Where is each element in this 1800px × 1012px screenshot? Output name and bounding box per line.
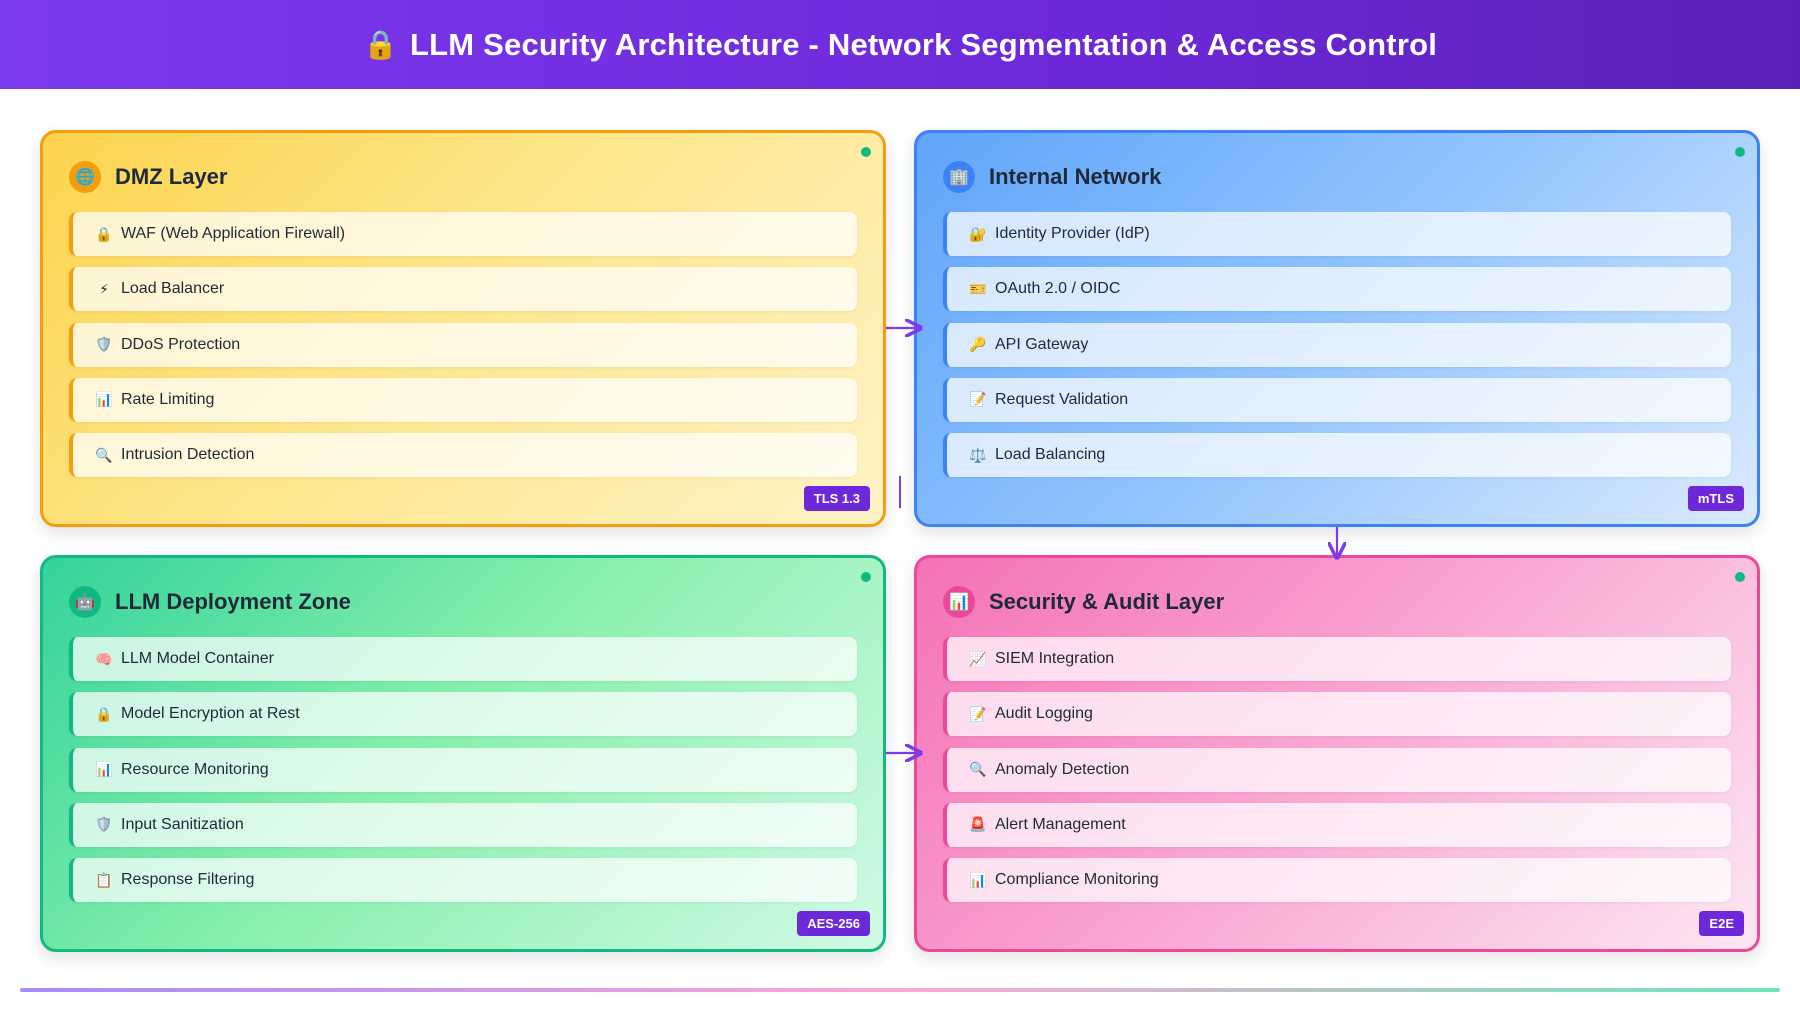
- item-label: Response Filtering: [121, 871, 255, 889]
- bar-chart-icon: 📊: [943, 586, 975, 618]
- magnifier-icon: 🔍: [969, 761, 987, 778]
- status-dot: [1735, 147, 1745, 157]
- item-label: Resource Monitoring: [121, 760, 269, 778]
- item-label: Compliance Monitoring: [995, 871, 1159, 889]
- ticket-icon: 🎫: [969, 280, 987, 297]
- page-title: LLM Security Architecture - Network Segm…: [410, 26, 1438, 62]
- status-dot: [861, 147, 871, 157]
- item-label: API Gateway: [995, 335, 1089, 353]
- protocol-badge: E2E: [1699, 911, 1744, 936]
- item-label: Request Validation: [995, 390, 1129, 408]
- list-item: 🔍 Anomaly Detection: [943, 747, 1731, 792]
- item-label: Anomaly Detection: [995, 760, 1130, 778]
- list-item: 📈 SIEM Integration: [943, 637, 1731, 681]
- item-label: SIEM Integration: [995, 650, 1115, 667]
- bar-chart-icon: 📊: [95, 761, 113, 778]
- list-item: ⚖️ Load Balancing: [943, 433, 1731, 478]
- bar-chart-icon: 📊: [95, 391, 113, 408]
- item-label: Load Balancing: [995, 446, 1106, 464]
- footer-divider: [20, 988, 1780, 992]
- list-item: 📊 Rate Limiting: [69, 377, 857, 422]
- lock-key-icon: 🔐: [969, 225, 987, 242]
- list-item: 📝 Request Validation: [943, 377, 1731, 422]
- list-item: 🔍 Intrusion Detection: [69, 433, 857, 478]
- list-item: 🎫 OAuth 2.0 / OIDC: [943, 267, 1731, 312]
- lock-icon: 🔒: [362, 29, 399, 60]
- status-dot: [861, 572, 871, 582]
- item-label: DDoS Protection: [121, 335, 241, 353]
- list-item: 🔒 Model Encryption at Rest: [69, 692, 857, 737]
- item-label: Rate Limiting: [121, 390, 215, 408]
- panel-title: Security & Audit Layer: [989, 589, 1225, 614]
- list-item: 📊 Resource Monitoring: [69, 747, 857, 792]
- list-item: 🔑 API Gateway: [943, 322, 1731, 367]
- panel-title: Internal Network: [989, 164, 1162, 189]
- bar-chart-icon: 📊: [969, 871, 987, 888]
- internal-network-panel: 🏢 Internal Network 🔐 Identity Provider (I…: [914, 130, 1760, 527]
- robot-icon: 🤖: [69, 586, 101, 618]
- item-label: Audit Logging: [995, 705, 1093, 723]
- page-header: 🔒 LLM Security Architecture - Network Se…: [0, 0, 1800, 89]
- item-label: LLM Model Container: [121, 650, 274, 667]
- list-item: 🛡️ DDoS Protection: [69, 322, 857, 367]
- lock-icon: 🔒: [95, 705, 113, 722]
- item-label: Alert Management: [995, 815, 1126, 833]
- item-label: Intrusion Detection: [121, 446, 255, 464]
- panel-title: DMZ Layer: [115, 164, 228, 189]
- shield-icon: 🛡️: [95, 816, 113, 833]
- component-list: 🔐 Identity Provider (IdP) 🎫 OAuth 2.0 / OI…: [943, 212, 1731, 488]
- status-dot: [1735, 572, 1745, 582]
- trend-up-icon: 📈: [969, 650, 987, 667]
- list-item: 📋 Response Filtering: [69, 858, 857, 903]
- protocol-badge: TLS 1.3: [803, 486, 870, 511]
- office-icon: 🏢: [943, 161, 975, 193]
- siren-icon: 🚨: [969, 816, 987, 833]
- magnifier-icon: 🔍: [95, 446, 113, 463]
- list-item: 🧠 LLM Model Container: [69, 637, 857, 681]
- shield-icon: 🛡️: [95, 336, 113, 353]
- lightning-icon: ⚡: [99, 280, 109, 297]
- memo-icon: 📝: [969, 705, 987, 722]
- dmz-layer-panel: 🌐 DMZ Layer 🔒 WAF (Web Application Firewa…: [40, 130, 886, 527]
- memo-icon: 📝: [969, 391, 987, 408]
- item-label: Identity Provider (IdP): [995, 225, 1150, 242]
- panel-title: LLM Deployment Zone: [115, 589, 351, 614]
- list-item: 🔒 WAF (Web Application Firewall): [69, 212, 857, 256]
- component-list: 🔒 WAF (Web Application Firewall) ⚡ Load Ba…: [69, 212, 857, 488]
- protocol-badge: AES-256: [797, 911, 870, 936]
- component-list: 🧠 LLM Model Container 🔒 Model Encryption a…: [69, 637, 857, 913]
- list-item: ⚡ Load Balancer: [69, 267, 857, 312]
- item-label: Load Balancer: [121, 280, 225, 298]
- panel-header: 🌐 DMZ Layer: [69, 161, 227, 193]
- protocol-badge: mTLS: [1687, 486, 1744, 511]
- panel-header: 📊 Security & Audit Layer: [943, 586, 1224, 618]
- component-list: 📈 SIEM Integration 📝 Audit Logging 🔍 Anomal…: [943, 637, 1731, 913]
- panel-header: 🏢 Internal Network: [943, 161, 1161, 193]
- list-item: 🔐 Identity Provider (IdP): [943, 212, 1731, 256]
- list-item: 🛡️ Input Sanitization: [69, 802, 857, 847]
- list-item: 📊 Compliance Monitoring: [943, 858, 1731, 903]
- item-label: OAuth 2.0 / OIDC: [995, 280, 1121, 298]
- llm-deployment-panel: 🤖 LLM Deployment Zone 🧠 LLM Model Contain…: [40, 555, 886, 952]
- lock-icon: 🔒: [95, 225, 113, 242]
- globe-icon: 🌐: [69, 161, 101, 193]
- item-label: WAF (Web Application Firewall): [121, 225, 346, 242]
- security-audit-panel: 📊 Security & Audit Layer 📈 SIEM Integrati…: [914, 555, 1760, 952]
- item-label: Model Encryption at Rest: [121, 705, 300, 723]
- panel-header: 🤖 LLM Deployment Zone: [69, 586, 351, 618]
- scales-icon: ⚖️: [969, 446, 987, 463]
- clipboard-icon: 📋: [95, 871, 113, 888]
- list-item: 📝 Audit Logging: [943, 692, 1731, 737]
- list-item: 🚨 Alert Management: [943, 802, 1731, 847]
- key-icon: 🔑: [969, 336, 987, 353]
- item-label: Input Sanitization: [121, 815, 244, 833]
- brain-icon: 🧠: [95, 650, 113, 667]
